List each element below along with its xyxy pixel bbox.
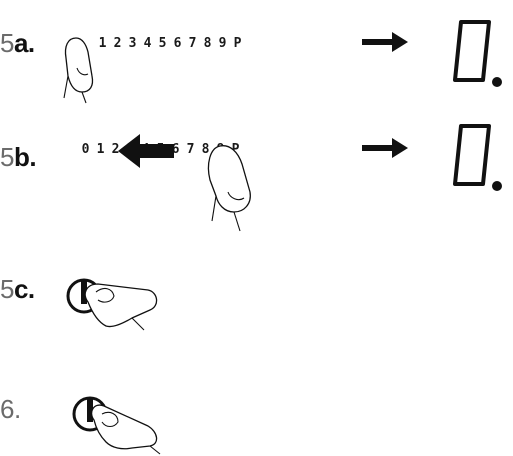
step-5c: 5c. (0, 262, 513, 342)
step-5b-number: 5 (0, 142, 14, 172)
scale-item[interactable]: 4 (143, 36, 152, 51)
scale-item[interactable]: 6 (173, 36, 182, 51)
scale-item[interactable]: 2 (111, 142, 120, 157)
finger-icon (84, 283, 158, 328)
step-5a-number: 5 (0, 28, 14, 58)
scale-item[interactable]: P (233, 36, 242, 51)
step-5c-letter: c. (13, 274, 35, 304)
scale-item[interactable]: 1 (96, 142, 105, 157)
scale-item[interactable]: 8 (201, 142, 210, 157)
scale-item[interactable]: 9 (218, 36, 227, 51)
display-digit (453, 20, 502, 87)
step-5b: 5b. 0123456789P 0 (0, 118, 513, 232)
scale-item[interactable]: 5 (158, 36, 167, 51)
seven-segment-display-icon: 0 (445, 120, 513, 200)
step-5a-letter: a. (13, 28, 35, 58)
scale-item[interactable]: 0 (81, 142, 90, 157)
scale-item[interactable]: P (231, 142, 240, 157)
step-6: 6. (0, 380, 513, 456)
scale-item[interactable]: 8 (203, 36, 212, 51)
arrow-right-icon (362, 32, 408, 52)
finger-icon (63, 37, 94, 104)
display-digit (453, 124, 502, 191)
seven-segment-display-icon: 0 (445, 16, 513, 96)
power-button-icon[interactable] (66, 266, 166, 336)
scale-item[interactable]: 7 (188, 36, 197, 51)
arrow-left-icon (118, 134, 174, 168)
step-5a-label: 5a. (0, 28, 35, 59)
power-button-icon[interactable] (72, 386, 172, 456)
scale-item[interactable]: 1 (98, 36, 107, 51)
step-5c-label: 5c. (0, 274, 35, 305)
step-5c-number: 5 (0, 274, 14, 304)
scale-item[interactable]: 3 (128, 36, 137, 51)
step-5b-label: 5b. (0, 142, 37, 173)
arrow-right-icon (362, 138, 408, 158)
finger-icon (207, 145, 251, 232)
scale-item[interactable]: 7 (186, 142, 195, 157)
scale-item[interactable]: 2 (113, 36, 122, 51)
step-5b-letter: b. (13, 142, 37, 172)
step-6-label: 6. (0, 394, 21, 425)
finger-icon (90, 404, 158, 450)
scale-item[interactable]: 6 (171, 142, 180, 157)
step-6-number: 6. (0, 394, 21, 424)
